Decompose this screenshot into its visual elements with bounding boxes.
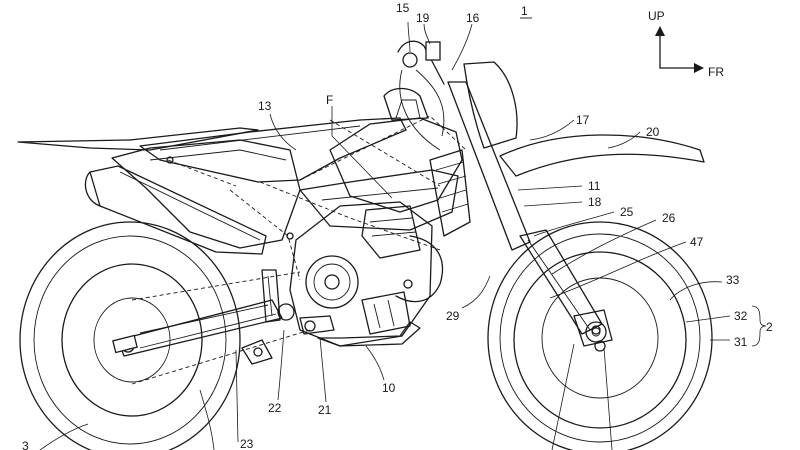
label-23: 23: [240, 437, 254, 450]
seat: [140, 118, 406, 182]
label-11: 11: [588, 179, 601, 193]
direction-indicator: [655, 26, 704, 73]
label-10: 10: [382, 381, 396, 395]
label-25: 25: [620, 205, 634, 219]
label-21: 21: [318, 403, 332, 417]
label-F: F: [326, 93, 333, 107]
label-33: 33: [726, 273, 740, 287]
engine: [290, 202, 432, 346]
label-19: 19: [416, 11, 430, 25]
label-29: 29: [446, 309, 460, 323]
muffler: [85, 166, 266, 254]
leader-lines: [40, 22, 766, 450]
label-20: 20: [646, 125, 660, 139]
label-22: 22: [268, 401, 282, 415]
label-17: 17: [576, 113, 590, 127]
label-13: 13: [258, 99, 272, 113]
label-16: 16: [466, 11, 480, 25]
label-26: 26: [662, 211, 676, 225]
direction-front: FR: [708, 65, 724, 79]
label-2: 2: [766, 320, 773, 334]
front-wheel: [488, 222, 712, 450]
frame: [168, 116, 466, 280]
direction-up: UP: [648, 9, 665, 23]
label-15: 15: [396, 1, 410, 15]
radiator: [430, 150, 470, 236]
label-3: 3: [22, 439, 29, 450]
number-plate: [464, 62, 517, 148]
label-31: 31: [734, 335, 748, 349]
front-fender: [500, 135, 704, 176]
label-18: 18: [588, 195, 602, 209]
rear-shock: [242, 270, 280, 364]
label-32: 32: [734, 309, 748, 323]
handlebar: [398, 41, 444, 150]
figure-number: 1: [521, 4, 528, 18]
label-47: 47: [690, 235, 704, 249]
